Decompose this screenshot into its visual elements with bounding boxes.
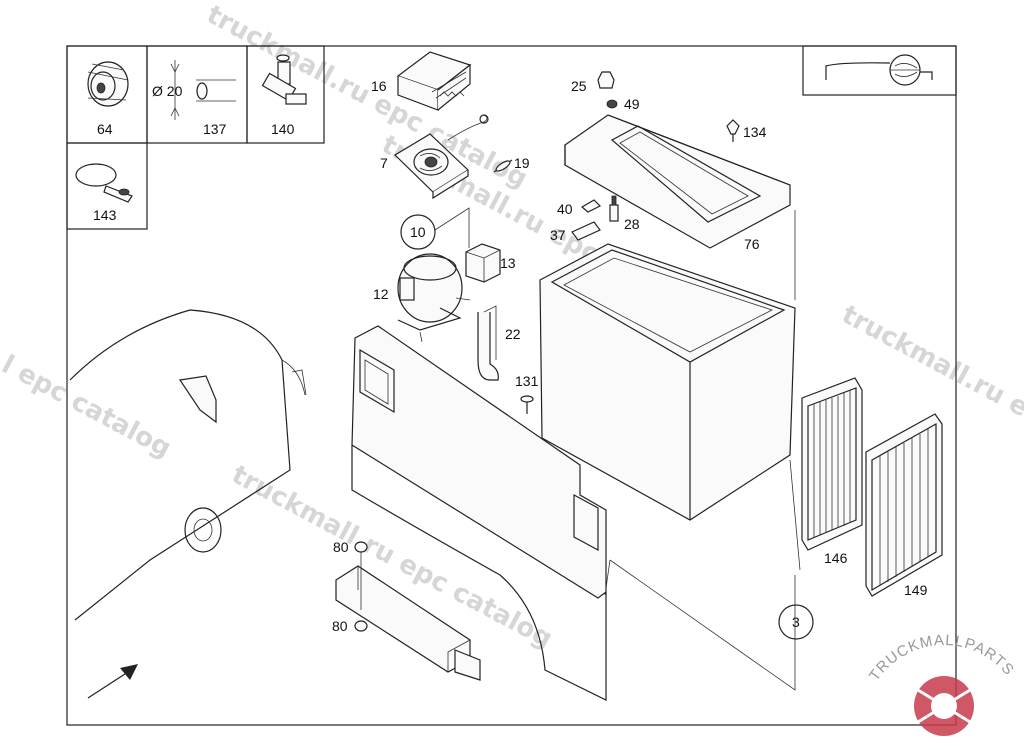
- nut-part-49[interactable]: [606, 99, 618, 109]
- part-label: 12: [373, 286, 389, 302]
- plug-part-134[interactable]: [726, 119, 740, 142]
- part-label: 25: [571, 78, 587, 94]
- part-label: 22: [505, 326, 521, 342]
- part-label: 80: [333, 539, 349, 555]
- part-label: 16: [371, 78, 387, 94]
- truckmallparts-logo: TRUCKMALLPARTS: [866, 632, 1017, 736]
- spacer-part-137[interactable]: [170, 60, 236, 120]
- outer-housing: [604, 210, 801, 691]
- part-label: 146: [824, 550, 848, 566]
- diagram-frame: [66, 45, 957, 726]
- part-label: 80: [332, 618, 348, 634]
- nut-part-80-top[interactable]: [354, 541, 368, 610]
- dimension-label: Ø 20: [152, 83, 183, 99]
- direction-arrow: [87, 664, 138, 699]
- fuse-part-19[interactable]: [493, 159, 513, 173]
- relay-part-13[interactable]: [465, 243, 501, 283]
- side-panel[interactable]: [351, 325, 607, 701]
- mounting-bracket[interactable]: [335, 565, 481, 681]
- part-label: 64: [97, 121, 113, 137]
- knob-part-25[interactable]: [597, 71, 615, 89]
- part-label: 137: [203, 121, 227, 137]
- hinge-parts[interactable]: [571, 195, 619, 241]
- screw-part-131[interactable]: [520, 395, 534, 414]
- watermark-text: truckmall.ru epc catalog: [202, 0, 532, 194]
- callout-part-3: [778, 604, 814, 640]
- nut-part-80-bottom[interactable]: [354, 620, 368, 632]
- filter-drier-part-22[interactable]: [477, 305, 499, 381]
- fitting-part-140[interactable]: [261, 54, 307, 105]
- heat-exchanger-part-16[interactable]: [396, 51, 472, 111]
- lid-frame-part-76[interactable]: [564, 114, 791, 249]
- part-label: 131: [515, 373, 539, 389]
- shelf-grid-part-149[interactable]: [865, 413, 943, 597]
- part-label: 76: [744, 236, 760, 252]
- part-label: 28: [624, 216, 640, 232]
- compressor-part-12[interactable]: [397, 253, 471, 343]
- fan-part-7[interactable]: [394, 114, 489, 200]
- watermark-text: truckmall.ru e: [837, 300, 1024, 424]
- part-label: 40: [557, 201, 573, 217]
- part-label: 10: [410, 224, 426, 240]
- part-label: 7: [380, 155, 388, 171]
- callout-part-10: [400, 207, 470, 250]
- cable-tie-part-143[interactable]: [75, 163, 133, 203]
- cool-box-liner[interactable]: [539, 243, 796, 521]
- part-label: 143: [93, 207, 117, 223]
- part-label: 37: [550, 227, 566, 243]
- part-label: 49: [624, 96, 640, 112]
- orientation-symbol: [802, 45, 957, 96]
- inset-boxes: 64 Ø 20 137 140 143: [66, 45, 325, 230]
- part-label: 19: [514, 155, 530, 171]
- part-label: 140: [271, 121, 295, 137]
- part-label: 134: [743, 124, 767, 140]
- watermark-text: l epc catalog: [0, 350, 176, 464]
- part-label: 149: [904, 582, 928, 598]
- part-label: 13: [500, 255, 516, 271]
- gear-part-64[interactable]: [87, 61, 129, 107]
- part-label: 3: [792, 614, 800, 630]
- shelf-grid-part-146[interactable]: [801, 377, 863, 551]
- vehicle-cab: [69, 309, 307, 621]
